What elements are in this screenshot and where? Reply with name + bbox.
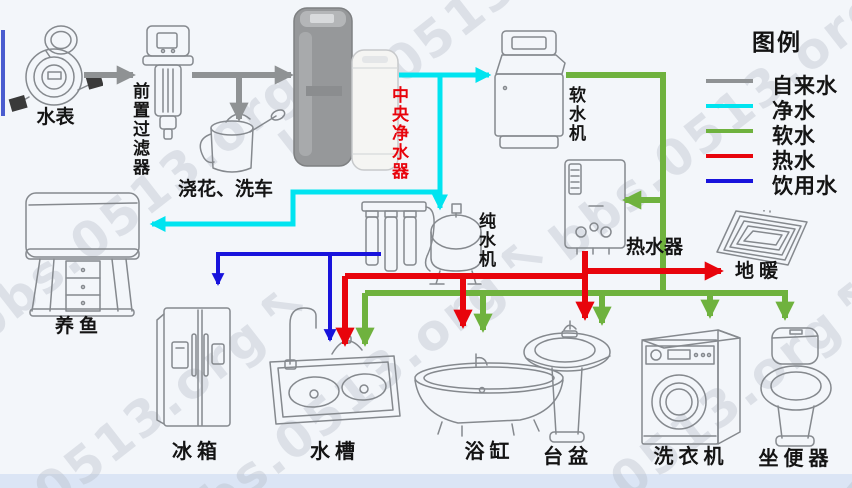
central-purifier-figure	[292, 4, 400, 172]
legend: 图例 自来水净水软水热水饮用水	[698, 16, 852, 198]
cyan-line-swatch	[706, 104, 753, 108]
heater-label: 热水器	[626, 237, 684, 258]
pipe-green	[365, 290, 795, 321]
legend-item-cyan: 净水	[698, 95, 852, 123]
pre-filter-label: 前置过滤器	[130, 82, 149, 177]
legend-item-green: 软水	[698, 120, 852, 148]
legend-item-label: 热水	[772, 149, 816, 173]
legend-title: 图例	[752, 30, 802, 55]
floor-heating-label: 地暖	[735, 261, 784, 282]
aquarium-figure	[24, 191, 142, 317]
pure-water-label: 纯水机	[476, 212, 495, 269]
legend-item-label: 自来水	[772, 74, 838, 98]
legend-item-red: 热水	[698, 145, 852, 173]
bathtub-label: 浴缸	[464, 441, 515, 463]
legend-item-blue: 饮用水	[698, 170, 852, 198]
washing-machine-figure	[634, 324, 748, 450]
toilet-label: 坐便器	[758, 448, 834, 470]
central-purifier-label: 中央净水器	[389, 86, 408, 181]
legend-item-label: 净水	[772, 99, 816, 123]
legend-item-label: 饮用水	[772, 174, 838, 198]
floor-heating-coil-figure	[716, 210, 808, 266]
sink-figure	[266, 300, 404, 435]
pipe-green	[566, 72, 666, 296]
washer-label: 洗衣机	[653, 446, 729, 468]
blue-line-swatch	[706, 179, 753, 183]
gray-line-swatch	[706, 79, 753, 83]
green-line-swatch	[706, 129, 753, 133]
basin-label: 台盆	[543, 446, 593, 468]
legend-item-label: 软水	[772, 124, 816, 148]
fridge-label: 冰箱	[172, 441, 222, 463]
pipe-cyan	[149, 189, 440, 233]
toilet-figure	[746, 326, 838, 450]
pre-filter-figure	[142, 24, 194, 142]
water-heater-figure	[563, 158, 629, 256]
legend-item-gray: 自来水	[698, 70, 852, 98]
sink-label: 水槽	[310, 441, 360, 463]
red-line-swatch	[706, 154, 753, 158]
water-softener-figure	[492, 30, 570, 152]
bottom-band	[0, 474, 852, 488]
softener-label: 软水机	[566, 86, 585, 143]
aquarium-label: 养鱼	[55, 316, 104, 337]
watering-label: 浇花、洗车	[178, 179, 274, 200]
water-meter-label: 水表	[36, 107, 75, 128]
pipe-blue	[211, 252, 381, 286]
fridge-figure	[152, 304, 242, 434]
basin-figure	[522, 316, 614, 446]
bathtub-figure	[412, 350, 567, 438]
